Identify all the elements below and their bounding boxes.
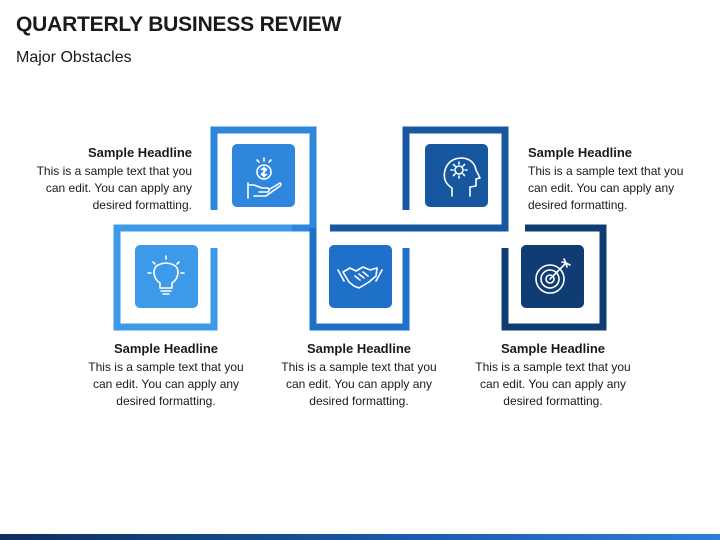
body-text-4: This is a sample text that you can edit.…	[528, 164, 684, 212]
text-block-1: Sample Headline This is a sample text th…	[30, 144, 192, 214]
page-subtitle: Major Obstacles	[16, 49, 132, 66]
connector-frame-1	[210, 126, 317, 232]
icon-box-head-gear	[425, 144, 488, 207]
body-text-1: This is a sample text that you can edit.…	[36, 164, 192, 212]
headline-5: Sample Headline	[500, 341, 606, 356]
connector-frame-3	[309, 228, 410, 331]
handshake-icon	[337, 266, 383, 289]
text-block-3: Sample Headline This is a sample text th…	[273, 340, 445, 410]
lightbulb-icon	[147, 255, 185, 295]
headline-2: Sample Headline	[113, 341, 219, 356]
text-block-4: Sample Headline This is a sample text th…	[528, 144, 690, 214]
target-icon	[535, 258, 571, 294]
connector-frame-2	[113, 224, 292, 331]
icon-box-handshake	[329, 245, 392, 308]
body-text-5: This is a sample text that you can edit.…	[475, 360, 631, 408]
head-gear-icon	[443, 157, 481, 197]
text-block-5: Sample Headline This is a sample text th…	[467, 340, 639, 410]
body-text-3: This is a sample text that you can edit.…	[281, 360, 437, 408]
icon-box-lightbulb	[135, 245, 198, 308]
connector-frame-4	[330, 126, 509, 232]
headline-1: Sample Headline	[87, 145, 192, 160]
headline-4: Sample Headline	[528, 145, 633, 160]
bottom-accent-bar	[0, 534, 720, 540]
money-hand-icon	[247, 157, 282, 199]
body-text-2: This is a sample text that you can edit.…	[88, 360, 244, 408]
headline-3: Sample Headline	[306, 341, 412, 356]
connector-frame-5	[501, 224, 607, 331]
page-title: QUARTERLY BUSINESS REVIEW	[16, 13, 342, 36]
text-block-2: Sample Headline This is a sample text th…	[80, 340, 252, 410]
